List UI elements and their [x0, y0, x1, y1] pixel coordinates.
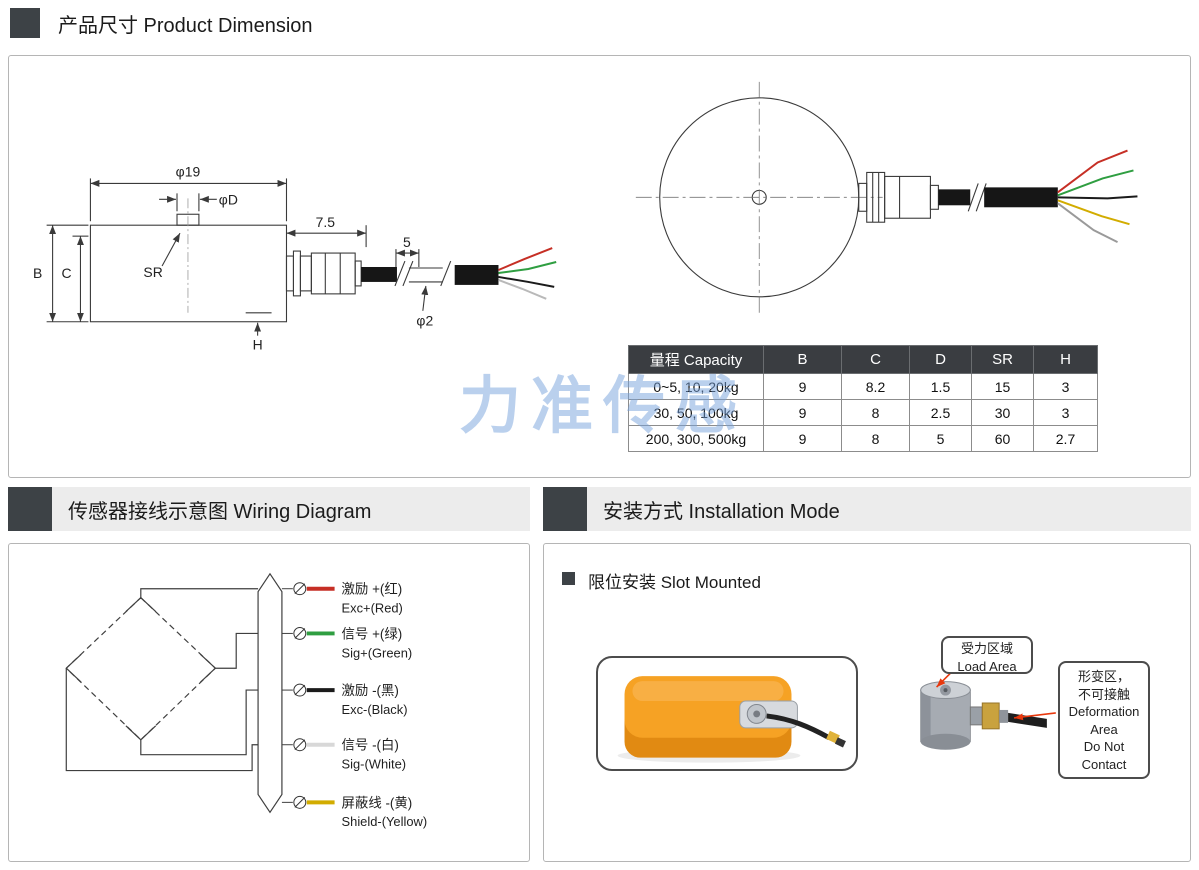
- dim-label-sr: SR: [143, 264, 162, 280]
- terminal-exc-minus: 激励 -(黑) Exc-(Black): [281, 683, 408, 717]
- table-cell: 30: [971, 399, 1034, 426]
- table-cell: 9: [763, 425, 842, 452]
- wire-label-cn: 信号 -(白): [342, 738, 399, 753]
- dim-label-phiD: φD: [219, 191, 238, 207]
- dim-label-7-5: 7.5: [316, 214, 336, 230]
- side-view-drawing: [46, 178, 557, 336]
- deformation-text-line: Contact: [1081, 756, 1127, 772]
- table-cell: 5: [909, 425, 972, 452]
- terminal-exc-plus: 激励 +(红) Exc+(Red): [281, 582, 403, 616]
- dim-label-h: H: [253, 337, 263, 353]
- table-cell: 2.7: [1033, 425, 1098, 452]
- installation-panel: 限位安装 Slot Mounted: [543, 543, 1191, 862]
- table-cell: 9: [763, 399, 842, 426]
- side-view-labels: φ19 φD 7.5 5 SR B C H φ2: [33, 163, 433, 352]
- header-marker-icon: [8, 487, 52, 531]
- table-cell: 9: [763, 373, 842, 400]
- installation-section-title: 安装方式 Installation Mode: [603, 500, 840, 523]
- table-cell: 15: [971, 373, 1034, 400]
- table-header-c: C: [841, 345, 910, 374]
- dim-label-5: 5: [403, 234, 411, 250]
- dim-label-c: C: [62, 265, 72, 281]
- installation-illustrations: [617, 670, 1056, 763]
- table-row: 30, 50, 100kg 9 8 2.5 30 3: [628, 399, 1098, 426]
- slot-mounted-frame: [596, 656, 858, 771]
- dimension-drawings: φ19 φD 7.5 5 SR B C H φ2: [33, 81, 1138, 353]
- table-cell: 3: [1033, 373, 1098, 400]
- wire-label-cn: 激励 +(红): [342, 582, 403, 597]
- header-marker-icon: [543, 487, 587, 531]
- header-marker-icon: [10, 8, 40, 38]
- table-cell: 8.2: [841, 373, 910, 400]
- bullet-marker-icon: [562, 572, 575, 585]
- page-title: 产品尺寸 Product Dimension: [58, 14, 313, 37]
- wire-label-cn: 信号 +(绿): [342, 626, 403, 641]
- deformation-callout: 形变区， 不可接触 Deformation Area Do Not Contac…: [1058, 661, 1150, 779]
- wire-label-en: Exc-(Black): [342, 702, 408, 717]
- wiring-header: 传感器接线示意图 Wiring Diagram: [8, 487, 530, 531]
- wire-label-en: Exc+(Red): [342, 601, 403, 616]
- wire-label-cn: 激励 -(黑): [342, 683, 399, 698]
- wire-label-en: Sig-(White): [342, 757, 407, 772]
- table-cell: 8: [841, 399, 910, 426]
- deformation-text-line: 形变区，: [1077, 669, 1130, 684]
- table-header-row: 量程 Capacity B C D SR H: [628, 345, 1098, 374]
- wiring-section-title: 传感器接线示意图 Wiring Diagram: [68, 500, 372, 523]
- wire-label-en: Sig+(Green): [342, 645, 413, 660]
- table-header-b: B: [763, 345, 842, 374]
- wire-label-en: Shield-(Yellow): [342, 814, 428, 829]
- table-cell: 8: [841, 425, 910, 452]
- dim-label-phi19: φ19: [176, 163, 201, 179]
- installation-header: 安装方式 Installation Mode: [543, 487, 1191, 531]
- load-area-callout: 受力区域 Load Area: [941, 636, 1033, 674]
- table-row: 0~5, 10, 20kg 9 8.2 1.5 15 3: [628, 373, 1098, 400]
- wiring-diagram: 激励 +(红) Exc+(Red) 信号 +(绿) Sig+(Green) 激励…: [65, 572, 428, 829]
- table-header-capacity: 量程 Capacity: [628, 345, 764, 374]
- table-cell: 3: [1033, 399, 1098, 426]
- load-area-text-cn: 受力区域: [960, 641, 1013, 656]
- terminal-shield: 屏蔽线 -(黄) Shield-(Yellow): [281, 795, 428, 829]
- product-dimension-header: 产品尺寸 Product Dimension: [10, 8, 313, 38]
- dimension-panel: φ19 φD 7.5 5 SR B C H φ2: [8, 55, 1191, 478]
- table-header-sr: SR: [971, 345, 1034, 374]
- load-area-text-en: Load Area: [957, 658, 1017, 674]
- table-header-d: D: [909, 345, 972, 374]
- deformation-text-line: 不可接触: [1077, 686, 1130, 702]
- sensor-illustration: [920, 681, 1047, 750]
- wire-label-cn: 屏蔽线 -(黄): [342, 795, 413, 810]
- table-row: 200, 300, 500kg 9 8 5 60 2.7: [628, 425, 1098, 452]
- slot-mounted-illustration: [617, 676, 846, 763]
- table-cell: 1.5: [909, 373, 972, 400]
- wiring-panel: 激励 +(红) Exc+(Red) 信号 +(绿) Sig+(Green) 激励…: [8, 543, 530, 862]
- table-cell: 0~5, 10, 20kg: [628, 373, 764, 400]
- deformation-text-line: Area: [1090, 721, 1118, 737]
- table-cell: 2.5: [909, 399, 972, 426]
- table-cell: 30, 50, 100kg: [628, 399, 764, 426]
- bridge-diagram: [65, 572, 283, 814]
- table-cell: 200, 300, 500kg: [628, 425, 764, 452]
- slot-mounted-subtitle: 限位安装 Slot Mounted: [588, 573, 761, 592]
- table-cell: 60: [971, 425, 1034, 452]
- dim-label-b: B: [33, 265, 42, 281]
- capacity-spec-table: 量程 Capacity B C D SR H 0~5, 10, 20kg 9 8…: [628, 345, 1098, 452]
- top-view-drawing: [635, 81, 1138, 313]
- dim-label-phi2: φ2: [416, 313, 433, 329]
- deformation-text-line: Deformation: [1068, 704, 1140, 719]
- terminal-sig-minus: 信号 -(白) Sig-(White): [281, 738, 407, 772]
- terminal-sig-plus: 信号 +(绿) Sig+(Green): [281, 626, 413, 660]
- table-header-h: H: [1033, 345, 1098, 374]
- deformation-text-line: Do Not: [1083, 739, 1125, 754]
